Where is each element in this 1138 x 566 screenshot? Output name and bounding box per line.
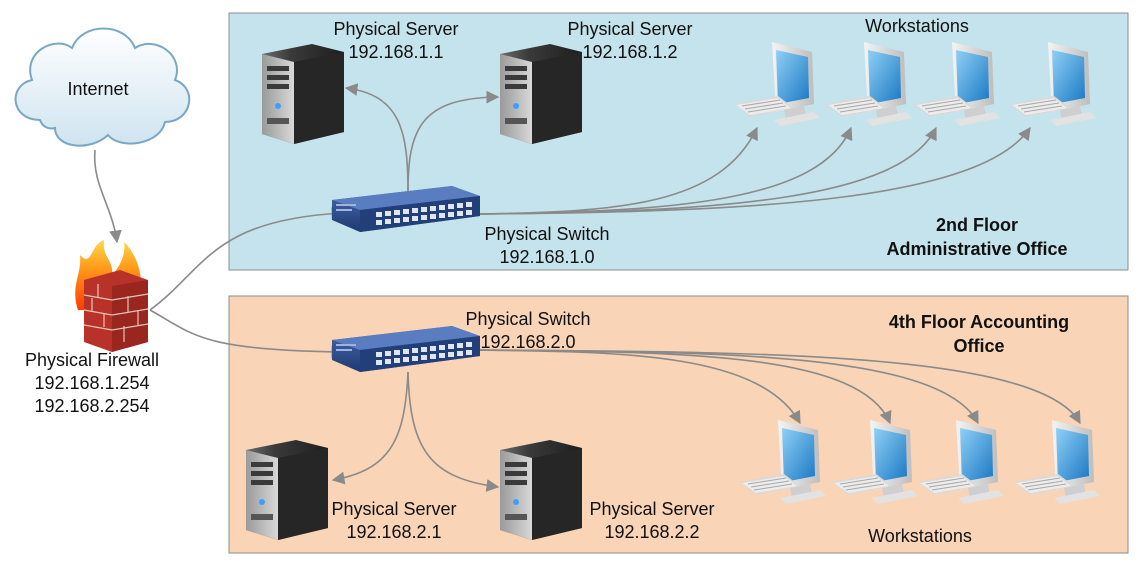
floor2-title-line2: Administrative Office	[886, 239, 1067, 259]
floor2-server2-label: Physical Server	[567, 19, 692, 39]
firewall-ip-1: 192.168.1.254	[34, 373, 149, 393]
floor4-server2-ip: 192.168.2.2	[604, 522, 699, 542]
server-icon	[500, 44, 582, 144]
connector-switch1-ws4	[477, 126, 1031, 215]
floor2-switch-ip: 192.168.1.0	[499, 247, 594, 267]
server-icon	[262, 44, 344, 144]
floor4-switch-ip: 192.168.2.0	[480, 332, 575, 352]
firewall-label: Physical Firewall	[25, 350, 159, 370]
connector-switch1-server2	[407, 90, 500, 193]
server-icon	[500, 440, 582, 540]
floor4-switch-label: Physical Switch	[465, 309, 590, 329]
floor2-switch-label: Physical Switch	[484, 224, 609, 244]
floor4-workstations-label: Workstations	[868, 526, 972, 546]
floor4-server1-label: Physical Server	[331, 499, 456, 519]
floor4-server2-label: Physical Server	[589, 499, 714, 519]
connector-firewall-switch1	[149, 207, 345, 311]
firewall-icon	[75, 240, 149, 352]
floor2-server2-ip: 192.168.1.2	[582, 42, 677, 62]
connector-switch2-server1	[331, 371, 409, 485]
connector-switch2-ws4	[477, 349, 1081, 425]
floor4-title-line1: 4th Floor Accounting	[889, 312, 1069, 332]
floor2-workstations-label: Workstations	[865, 16, 969, 36]
connector-switch2-server2	[407, 371, 500, 492]
connector-firewall-switch2	[149, 309, 345, 359]
connector-switch1-server1	[344, 83, 409, 193]
floor2-server1-ip: 192.168.1.1	[348, 42, 443, 62]
server-icon	[246, 440, 328, 540]
floor2-title-line1: 2nd Floor	[936, 215, 1018, 235]
connectors	[93, 83, 1081, 492]
floor4-title-line2: Office	[953, 336, 1004, 356]
connector-internet-firewall	[93, 149, 122, 244]
internet-cloud-icon	[14, 27, 191, 147]
internet-label: Internet	[67, 79, 128, 99]
floor2-server1-label: Physical Server	[333, 19, 458, 39]
firewall-ip-2: 192.168.2.254	[34, 396, 149, 416]
floor4-server1-ip: 192.168.2.1	[346, 522, 441, 542]
